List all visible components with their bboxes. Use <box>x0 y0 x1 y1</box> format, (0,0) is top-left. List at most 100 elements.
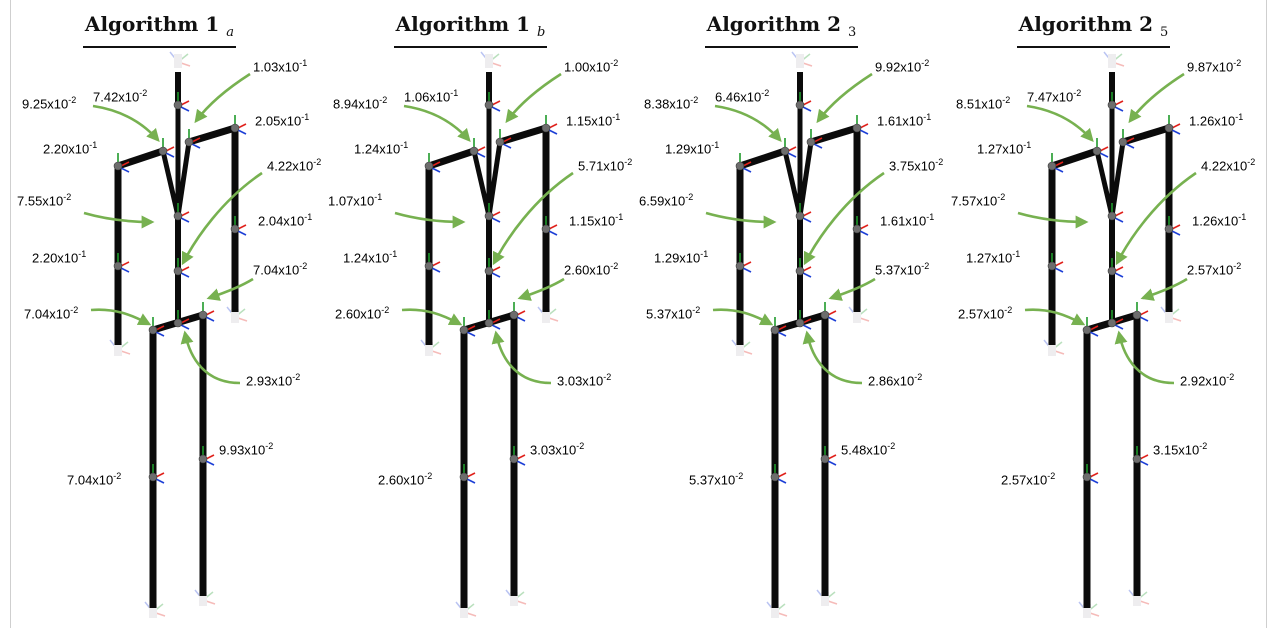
value-exponent: -1 <box>615 212 624 223</box>
panel-title: Algorithm 1 b <box>311 12 630 48</box>
end-frame-rfoot <box>194 589 216 606</box>
joint-lhip <box>459 317 476 337</box>
pointer-arrow-top-right <box>505 72 562 124</box>
pointer-arrow-left-arrow <box>714 104 782 142</box>
value-label-bottom-arrow: 2.92x10-2 <box>1180 372 1235 389</box>
joint-lsh2 <box>113 153 130 173</box>
value-mantissa: 1.03x10 <box>253 59 300 75</box>
joint-lsh <box>469 138 486 158</box>
joint-rknee <box>820 446 837 466</box>
value-mantissa: 2.60x10 <box>564 262 611 278</box>
bone-lsh-chest <box>160 150 181 217</box>
value-label-top-right: 1.03x10-1 <box>253 59 307 75</box>
value-exponent: -2 <box>692 305 701 316</box>
bone-lsh-chest <box>1094 150 1115 217</box>
joint-rel <box>1164 216 1181 236</box>
value-exponent: -2 <box>1047 471 1056 482</box>
value-label-left-elbow: 1.27x10-1 <box>966 250 1020 266</box>
joint-lsh2 <box>1047 153 1064 173</box>
joint-pel <box>484 258 501 278</box>
value-label-spine-right: 5.71x10-2 <box>578 158 632 174</box>
value-label-left-knee: 7.04x10-2 <box>67 472 121 488</box>
value-mantissa: 2.04x10 <box>258 213 305 229</box>
value-label-spine-right: 3.75x10-2 <box>889 157 944 174</box>
joint-lsh2 <box>424 153 441 173</box>
value-label-right-shoulder: 1.15x10-1 <box>566 113 620 129</box>
pointer-arrow-top-right <box>816 72 873 124</box>
pointer-arrow-spine-right <box>803 171 885 266</box>
pointer-arrow-left-hip <box>1024 308 1086 326</box>
skeleton-diagram <box>705 51 885 618</box>
end-frame-lfoot <box>1078 601 1100 618</box>
value-label-right-shoulder: 2.05x10-1 <box>255 113 309 129</box>
value-exponent: -1 <box>1238 212 1247 223</box>
value-exponent: -1 <box>923 112 932 123</box>
pointer-arrow-left-arrow <box>403 104 471 142</box>
joint-hipc <box>795 310 812 330</box>
panel-title-subscript: b <box>537 25 546 40</box>
value-mantissa: 4.22x10 <box>1201 158 1248 174</box>
value-label-right-knee: 3.03x10-2 <box>530 442 584 458</box>
end-frame-rfoot <box>505 589 527 606</box>
value-exponent: -2 <box>997 192 1006 203</box>
value-mantissa: 1.61x10 <box>880 213 927 229</box>
value-mantissa: 3.75x10 <box>889 158 936 174</box>
value-exponent: -2 <box>292 372 301 383</box>
value-mantissa: 1.26x10 <box>1189 113 1236 129</box>
end-frame-rhand <box>848 306 870 323</box>
value-mantissa: 6.46x10 <box>715 89 762 105</box>
value-label-neck: 7.47x10-2 <box>1027 89 1081 105</box>
value-mantissa: 2.86x10 <box>868 373 915 389</box>
joint-lknee <box>148 464 165 484</box>
end-frame-rhand <box>537 306 559 323</box>
value-mantissa: 1.29x10 <box>665 141 712 157</box>
end-frame-rhand <box>226 306 248 323</box>
joint-rsh <box>1118 129 1135 149</box>
value-mantissa: 3.03x10 <box>557 373 604 389</box>
value-exponent: -2 <box>935 157 944 168</box>
value-exponent: -2 <box>603 372 612 383</box>
value-label-right-elbow: 2.04x10-1 <box>258 212 313 229</box>
panel-title-text: Algorithm 2 <box>1018 12 1154 36</box>
pointer-arrow-left-spine <box>705 211 777 229</box>
value-mantissa: 3.15x10 <box>1153 442 1200 458</box>
value-mantissa: 1.29x10 <box>654 250 701 266</box>
value-exponent: -1 <box>304 212 313 223</box>
value-label-spine-right: 4.22x10-2 <box>1201 158 1255 174</box>
value-exponent: -2 <box>265 441 274 452</box>
value-exponent: -2 <box>1226 372 1235 383</box>
value-label-right-knee: 3.15x10-2 <box>1153 442 1207 458</box>
value-mantissa: 2.60x10 <box>378 472 425 488</box>
value-exponent: -2 <box>685 192 694 203</box>
pointer-arrow-left-arrow <box>1026 104 1094 142</box>
value-exponent: -2 <box>610 261 619 272</box>
value-mantissa: 7.47x10 <box>1027 89 1074 105</box>
value-mantissa: 1.26x10 <box>1192 213 1239 229</box>
pointer-arrow-left-arrow <box>92 104 160 142</box>
skeleton-diagram <box>83 51 263 618</box>
panel-title-text: Algorithm 1 <box>84 12 220 36</box>
value-label-left-arrow: 9.25x10-2 <box>22 96 76 112</box>
value-exponent: -1 <box>78 249 87 260</box>
value-exponent: -2 <box>379 95 388 106</box>
value-label-right-shoulder: 1.61x10-1 <box>877 112 932 129</box>
joint-lhip <box>770 317 787 337</box>
joint-chest <box>1107 203 1124 223</box>
joint-rknee <box>509 446 526 466</box>
value-label-left-spine: 1.07x10-1 <box>328 193 382 209</box>
panel-title-subscript: 3 <box>848 25 857 40</box>
panel-title-text: Algorithm 1 <box>395 12 531 36</box>
joint-neck <box>484 92 501 112</box>
end-frame-lfoot <box>766 601 788 618</box>
value-mantissa: 1.24x10 <box>354 141 401 157</box>
joint-rhip <box>1132 302 1149 322</box>
pointer-arrow-left-hip <box>401 308 463 326</box>
joint-rknee <box>1132 446 1149 466</box>
value-exponent: -1 <box>1023 140 1032 151</box>
value-label-left-spine: 7.57x10-2 <box>951 192 1006 209</box>
pointer-arrow-right-hip-arrow <box>1140 277 1188 301</box>
joint-chest <box>484 203 501 223</box>
value-label-right-hip-arrow: 2.60x10-2 <box>564 261 619 278</box>
